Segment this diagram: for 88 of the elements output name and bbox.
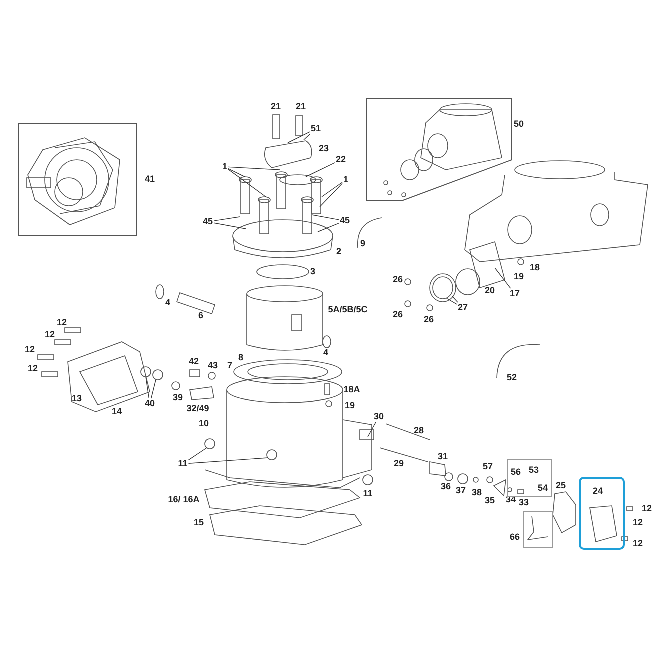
callout-number: 35 [485, 496, 495, 506]
callout-number: 2 [336, 248, 342, 256]
callout-number: 7 [228, 362, 232, 370]
callout-number: 32/49 [186, 404, 210, 414]
callout-number: 57 [483, 462, 493, 472]
callout-number: 9 [360, 240, 366, 248]
callout-number: 42 [189, 358, 199, 366]
callout-number: 3 [310, 268, 316, 276]
leader-line [214, 216, 240, 222]
callout-number: 54 [538, 484, 548, 493]
callout-number: 21 [271, 102, 281, 112]
callout-number: 41 [144, 175, 155, 184]
callout-number: 12 [642, 504, 652, 514]
leader-line [318, 223, 340, 232]
leader-line [306, 162, 336, 178]
callout-number: 11 [363, 490, 373, 498]
callout-number: 66 [510, 533, 520, 542]
callout-number: 18 [530, 264, 540, 272]
callout-number: 4 [166, 298, 170, 308]
leader-line [312, 214, 340, 220]
callout-number: 19 [345, 402, 355, 410]
leader-line [188, 458, 268, 464]
callout-number: 28 [414, 426, 424, 436]
callout-number: 16/ 16A [168, 496, 200, 504]
callout-number: 1 [222, 162, 228, 172]
callout-number: 50 [514, 120, 524, 129]
callout-number: 13 [72, 394, 82, 404]
leader-line [228, 166, 280, 170]
callout-number: 25 [556, 482, 566, 490]
callout-number: 29 [394, 460, 404, 468]
callout-number: 19 [514, 272, 524, 282]
leader-line [446, 298, 458, 305]
part-group-frame [507, 459, 552, 497]
callout-number: 56 [511, 468, 522, 477]
callout-number: 30 [374, 412, 384, 422]
callout-number: 5A/5B/5C [328, 306, 368, 314]
leader-line [188, 448, 208, 461]
callout-number: 12 [633, 518, 643, 528]
highlight-frame [579, 477, 625, 550]
leader-line [452, 296, 458, 303]
callout-number: 6 [198, 312, 204, 320]
callout-number: 36 [441, 482, 451, 492]
callout-number: 53 [529, 466, 540, 475]
callout-number: 38 [472, 488, 482, 498]
callout-number: 1 [344, 176, 348, 184]
leader-line [320, 183, 343, 208]
callout-number: 12 [45, 330, 55, 340]
callout-number: 15 [194, 518, 204, 528]
leader-line [494, 268, 512, 289]
callout-number: 45 [203, 218, 213, 226]
callout-number: 11 [178, 460, 188, 468]
callout-number: 52 [507, 374, 517, 382]
callout-number: 45 [340, 216, 350, 226]
leader-line [151, 380, 156, 399]
leader-line [228, 169, 266, 198]
callout-number: 23 [319, 144, 329, 154]
callout-number: 51 [311, 124, 321, 134]
callout-number: 31 [438, 452, 448, 462]
callout-number: 4 [324, 348, 328, 358]
callout-number: 27 [458, 304, 468, 312]
callout-number: 20 [485, 286, 495, 296]
leader-line [288, 132, 310, 144]
callout-number: 26 [393, 276, 403, 284]
callout-number: 33 [519, 498, 529, 508]
callout-number: 8 [238, 354, 244, 362]
callout-number: 17 [510, 290, 520, 298]
callout-number: 14 [112, 408, 122, 416]
callout-number: 21 [296, 102, 306, 112]
callout-number: 12 [28, 364, 38, 374]
callout-number: 12 [633, 540, 643, 548]
callout-number: 24 [593, 487, 604, 496]
leader-line [146, 376, 150, 399]
callout-number: 26 [393, 310, 403, 320]
leader-line [214, 222, 246, 230]
callout-number: 39 [173, 394, 183, 402]
leader-line [228, 168, 246, 178]
callout-number: 10 [199, 420, 209, 428]
callout-number: 37 [456, 486, 466, 496]
callout-number: 40 [145, 400, 155, 408]
callout-number: 26 [424, 316, 434, 324]
leader-line [368, 422, 376, 438]
leader-line [304, 134, 310, 140]
callout-number: 22 [336, 156, 346, 164]
callout-number: 18A [344, 386, 360, 394]
callout-number: 43 [208, 362, 218, 370]
callout-number: 12 [25, 346, 35, 354]
leader-line [322, 182, 343, 198]
callout-number: 12 [57, 318, 67, 328]
